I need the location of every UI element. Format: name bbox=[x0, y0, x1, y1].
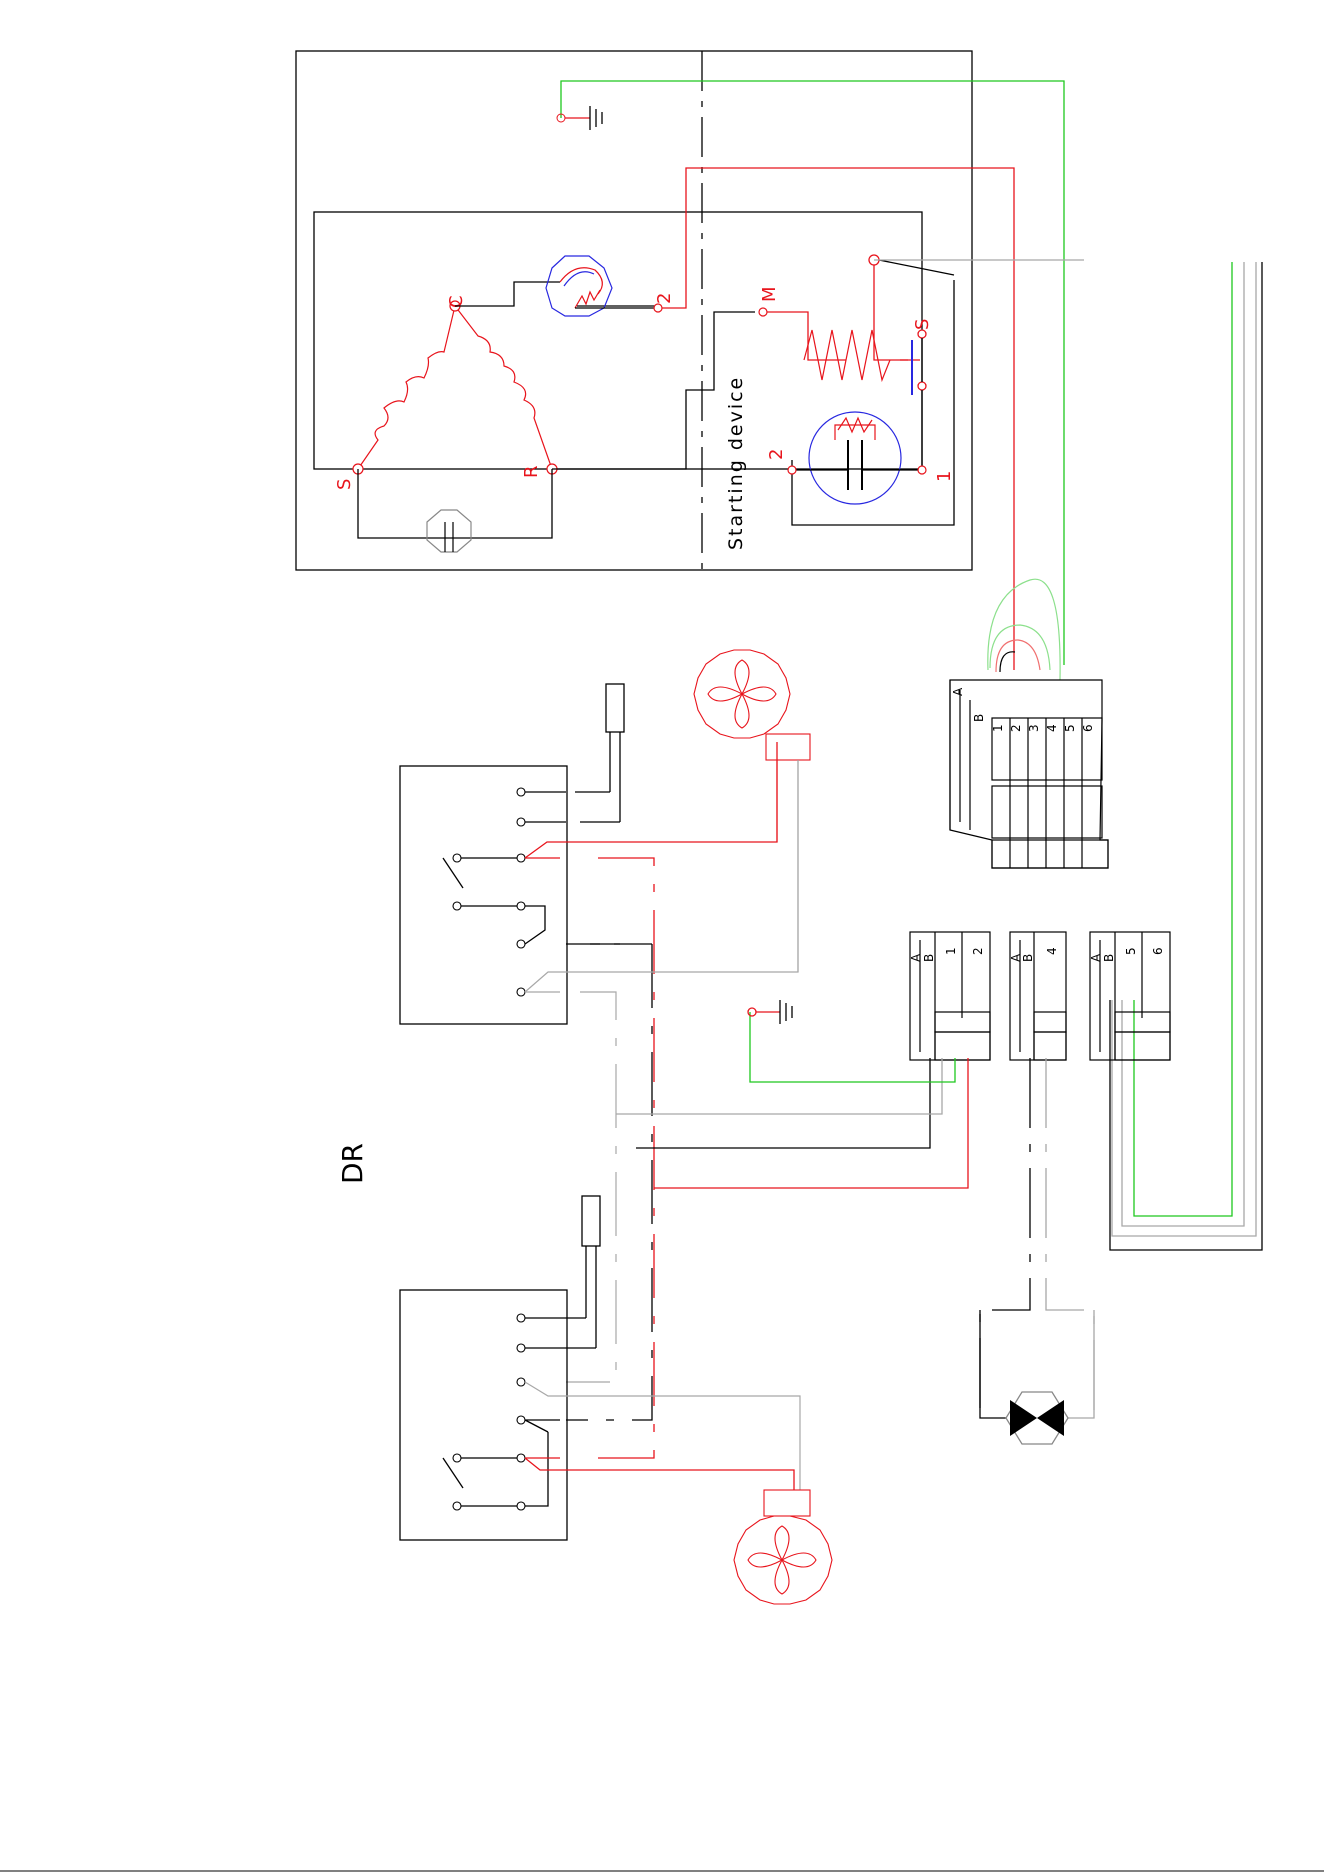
red-wiring-top bbox=[662, 168, 1014, 670]
start-capacitor bbox=[788, 412, 926, 504]
main-connector-labels: A B 1 2 3 4 5 6 bbox=[951, 687, 1095, 732]
terminal-s-label: S bbox=[334, 479, 355, 490]
connector-pin-label: 5 bbox=[1063, 724, 1077, 732]
protector-terminal-label: 2 bbox=[654, 293, 675, 304]
small-connector-1-b: B bbox=[922, 954, 936, 962]
ptc-resistor bbox=[759, 308, 920, 380]
compressor-black-wiring bbox=[358, 280, 954, 538]
starting-device-label: Starting device bbox=[725, 376, 747, 550]
overload-protector bbox=[546, 256, 662, 316]
control-box-upper-terminals bbox=[453, 788, 525, 996]
terminal-2-label: 2 bbox=[766, 449, 787, 460]
ground-symbol-middle bbox=[748, 1000, 792, 1024]
lamp-icon bbox=[980, 1310, 1094, 1444]
control-box-lower-gray bbox=[525, 1382, 800, 1490]
terminal-r-label: R bbox=[521, 465, 542, 478]
run-capacitor bbox=[427, 510, 471, 552]
small-connector-3-a: A bbox=[1089, 953, 1103, 962]
control-box-lower bbox=[400, 1196, 600, 1540]
small-connector-1-pin: 2 bbox=[971, 947, 985, 955]
fan-motor-lower bbox=[734, 1490, 832, 1604]
connector-pin-label: 1 bbox=[991, 724, 1005, 732]
fan-motor-upper bbox=[694, 650, 810, 842]
small-connector-1-pin: 1 bbox=[944, 947, 958, 955]
connector-pin-label: 6 bbox=[1081, 724, 1095, 732]
small-connector-3-b: B bbox=[1102, 954, 1116, 962]
bus-to-connectors bbox=[616, 1012, 1094, 1418]
control-box-upper-red bbox=[525, 742, 777, 1458]
connector-pin-label: 3 bbox=[1027, 724, 1041, 732]
start-switch bbox=[869, 255, 1084, 468]
side-label: DR bbox=[336, 1143, 369, 1184]
compressor-windings bbox=[353, 301, 557, 474]
control-box-upper bbox=[400, 684, 624, 1024]
right-bus-wires bbox=[1110, 262, 1262, 1250]
small-connector-2-b: B bbox=[1021, 954, 1035, 962]
small-connector-2-pin: 4 bbox=[1045, 947, 1059, 955]
compressor-box bbox=[296, 51, 972, 570]
terminal-s-start-label: S bbox=[912, 319, 933, 330]
terminal-m-label: M bbox=[759, 286, 780, 302]
small-connector-3-pin: 6 bbox=[1151, 947, 1165, 955]
control-box-upper-gray bbox=[525, 760, 798, 1382]
small-connector-3-pin: 5 bbox=[1124, 947, 1138, 955]
main-connector bbox=[950, 579, 1108, 868]
terminal-1-label: 1 bbox=[934, 471, 955, 482]
connector-row-b-label: B bbox=[972, 714, 986, 722]
control-box-lower-terminals bbox=[453, 1314, 525, 1510]
control-box-upper-wiring bbox=[443, 792, 652, 1420]
connector-pin-label: 4 bbox=[1045, 724, 1059, 732]
small-connector-1-a: A bbox=[909, 953, 923, 962]
connector-pin-label: 2 bbox=[1009, 724, 1023, 732]
control-box-lower-red bbox=[525, 1458, 794, 1490]
connector-row-a-label: A bbox=[951, 687, 965, 696]
